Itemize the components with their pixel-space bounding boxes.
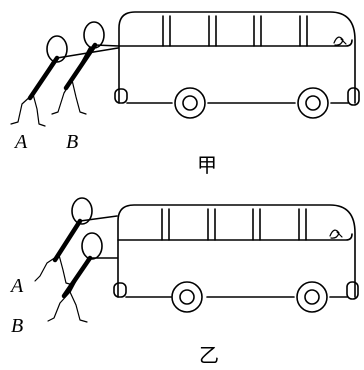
bus-bottom-wheel-rear [171, 281, 203, 313]
label-a-top: A [13, 131, 28, 153]
rear-bumper [113, 282, 127, 298]
bus-top-windows [162, 15, 308, 47]
person-b-top [51, 21, 120, 115]
label-a-bottom: A [9, 275, 24, 297]
bus-top-wheel-rear [174, 87, 206, 119]
bus-bottom [113, 204, 359, 313]
caption-bottom: 乙 [199, 343, 219, 367]
bus-top-wheel-front [297, 87, 329, 119]
steering-wheel-icon [329, 229, 343, 239]
label-b-top: B [66, 131, 78, 153]
rear-bumper [114, 88, 128, 104]
steering-wheel-icon [333, 36, 347, 46]
bus-bottom-wheel-front [296, 281, 328, 313]
front-bumper [346, 281, 359, 300]
front-bumper [347, 87, 360, 106]
figure-bottom: A B 乙 [9, 197, 359, 367]
person-a-bottom [34, 197, 118, 286]
caption-top: 甲 [197, 153, 217, 177]
bus-top [114, 11, 360, 119]
label-b-bottom: B [11, 315, 23, 337]
person-a-top [10, 35, 119, 127]
figure-top: A B 甲 [10, 11, 360, 177]
bus-bottom-windows [161, 208, 307, 241]
person-b-bottom [47, 232, 118, 323]
